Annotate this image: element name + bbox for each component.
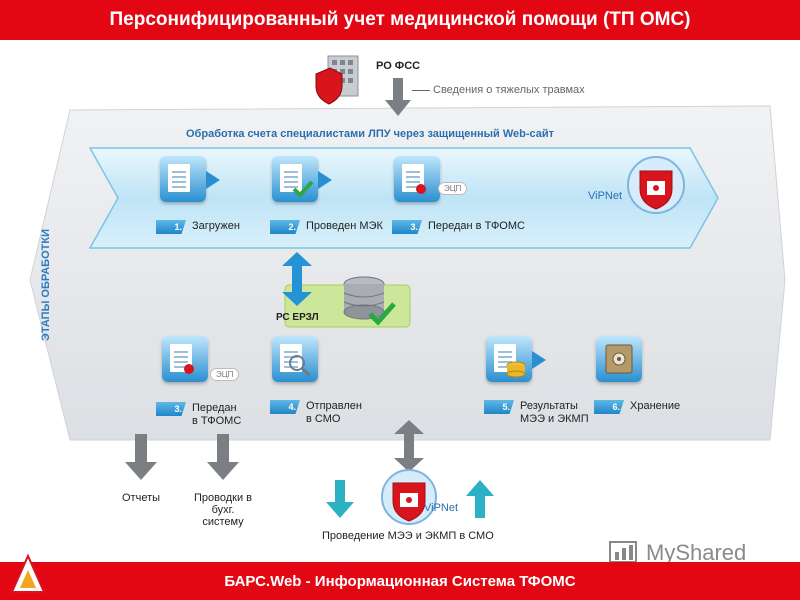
step-number: 2.	[270, 220, 300, 234]
document-check-icon	[272, 156, 332, 202]
postings-line1: Проводки в	[193, 492, 252, 504]
vipnet-shield-icon	[627, 156, 685, 214]
teal-up-arrow	[466, 480, 494, 518]
document-coins-icon	[486, 336, 546, 382]
step-label: Загружен	[192, 220, 240, 232]
vipnet-label-top: ViPNet	[588, 190, 623, 202]
teal-down-arrow	[326, 480, 354, 518]
bottom-step-6: 6. Хранение	[594, 400, 680, 414]
mee-label: Проведение МЭЭ и ЭКМП в СМО	[322, 530, 494, 542]
vipnet-label-bottom: ViPNet	[424, 502, 459, 514]
ro-fss-note: Сведения о тяжелых травмах	[433, 84, 585, 96]
top-step-2: 2. Проведен МЭК	[270, 220, 383, 234]
step-label-line1: Передан	[192, 402, 237, 414]
step-label: Передан в ТФОМС	[428, 220, 525, 232]
ro-fss-down-arrow	[385, 78, 411, 116]
step-number: 5.	[484, 400, 514, 414]
footer-bar: БАРС.Web - Информационная Система ТФОМС	[0, 562, 800, 600]
side-label: ЭТАПЫ ОБРАБОТКИ	[40, 229, 52, 341]
top-step-1: 1. Загружен	[156, 220, 240, 234]
document-seal-icon	[162, 336, 208, 382]
step-label-line2: в ТФОМС	[192, 415, 242, 427]
step-label: Проведен МЭК	[306, 220, 383, 232]
step-number: 3.	[156, 402, 186, 416]
document-icon-loaded	[160, 156, 220, 202]
reports-down-arrow	[125, 434, 157, 480]
reports-label: Отчеты	[122, 492, 161, 504]
vipnet-shield-icon	[381, 469, 437, 525]
step-number: 3.	[392, 220, 422, 234]
note-connector	[412, 90, 430, 91]
postings-line2: бухг. систему	[202, 504, 244, 528]
step-label-line1: Хранение	[630, 400, 681, 412]
document-seal-icon	[394, 156, 440, 202]
watermark-text: MyShared	[646, 540, 747, 565]
step-number: 6.	[594, 400, 624, 414]
web-process-title: Обработка счета специалистами ЛПУ через …	[186, 128, 555, 140]
seal-icon	[416, 184, 426, 194]
step-label-line2: МЭЭ и ЭКМП	[520, 413, 589, 425]
bars-logo-icon	[10, 553, 46, 593]
building-shield-icon	[315, 55, 359, 105]
postings-down-arrow	[207, 434, 239, 480]
step-number: 1.	[156, 220, 186, 234]
top-step-3: 3. Передан в ТФОМС	[392, 220, 525, 234]
seal-icon	[184, 364, 194, 374]
ecp-badge-bottom: ЭЦП	[210, 368, 240, 381]
step-label-line1: Результаты	[520, 400, 578, 412]
ro-fss-label: РО ФСС	[376, 60, 421, 72]
postings-label: Проводки в бухг. систему	[190, 492, 256, 528]
ecp-badge-top: ЭЦП	[438, 182, 468, 195]
document-send-icon	[272, 336, 318, 382]
double-arrow-grey-icon	[394, 420, 424, 472]
step-label-line1: Отправлен	[306, 400, 362, 412]
footer-title: БАРС.Web - Информационная Система ТФОМС	[224, 572, 576, 590]
rs-erzl-label: РС ЕРЗЛ	[276, 312, 319, 323]
step-number: 4.	[270, 400, 300, 414]
database-check-icon	[343, 276, 396, 326]
page-title: Персонифицированный учет медицинской пом…	[109, 9, 691, 30]
page-title-bar: Персонифицированный учет медицинской пом…	[0, 0, 800, 40]
step-label-line2: в СМО	[306, 413, 341, 425]
safe-storage-icon	[596, 336, 642, 382]
double-arrow-blue-icon	[282, 252, 312, 306]
